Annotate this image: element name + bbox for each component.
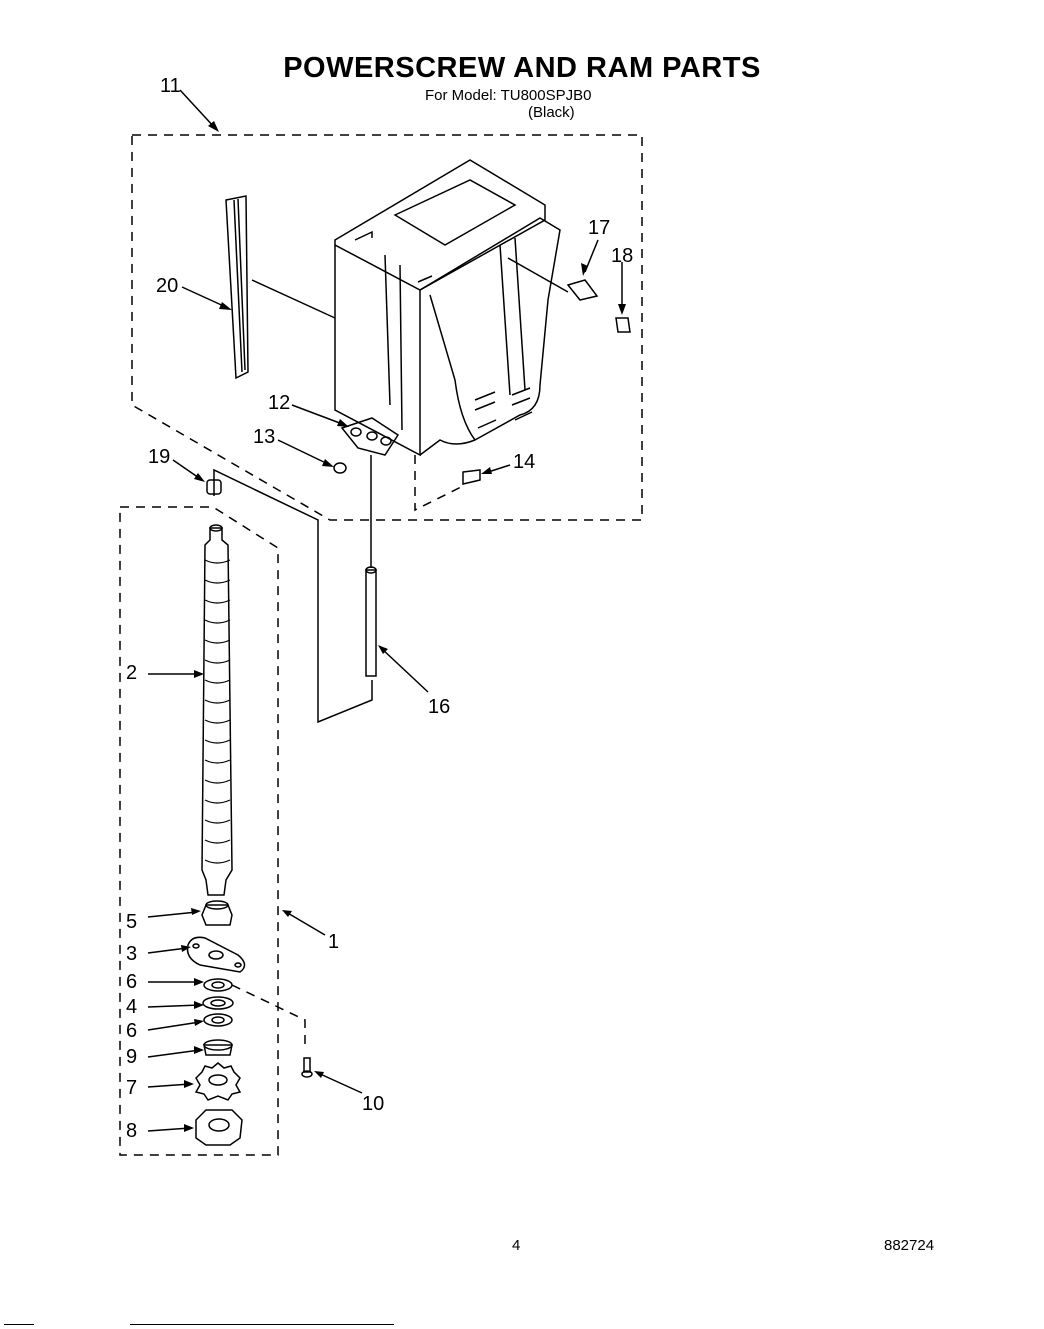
callout-14: 14: [513, 451, 536, 473]
callout-6-lower: 6: [126, 1020, 138, 1042]
callout-4: 4: [126, 996, 138, 1018]
callout-9: 9: [126, 1046, 138, 1068]
callout-5: 5: [126, 911, 138, 933]
footer-rule: [130, 1324, 394, 1325]
callout-20: 20: [156, 275, 179, 297]
callout-2: 2: [126, 662, 138, 684]
callout-12: 12: [268, 392, 291, 414]
footer-rule-left: [4, 1324, 34, 1325]
callout-6-upper: 6: [126, 971, 138, 993]
assembly-1-boundary: [119, 506, 279, 1156]
color-line: (Black): [528, 104, 575, 121]
callout-17: 17: [588, 217, 611, 239]
assembly-11-boundary: [131, 134, 643, 521]
callout-19: 19: [148, 446, 171, 468]
callout-10: 10: [362, 1093, 385, 1115]
model-line: For Model: TU800SPJB0: [425, 87, 592, 104]
callout-3: 3: [126, 943, 138, 965]
page-title: POWERSCREW AND RAM PARTS: [283, 52, 761, 84]
callout-13: 13: [253, 426, 276, 448]
callout-11: 11: [160, 75, 181, 97]
document-number: 882724: [884, 1237, 935, 1254]
callout-7: 7: [126, 1077, 138, 1099]
callout-8: 8: [126, 1120, 138, 1142]
callout-18: 18: [611, 245, 634, 267]
callout-16: 16: [428, 696, 451, 718]
page-number: 4: [512, 1237, 521, 1254]
callout-1: 1: [328, 931, 340, 953]
